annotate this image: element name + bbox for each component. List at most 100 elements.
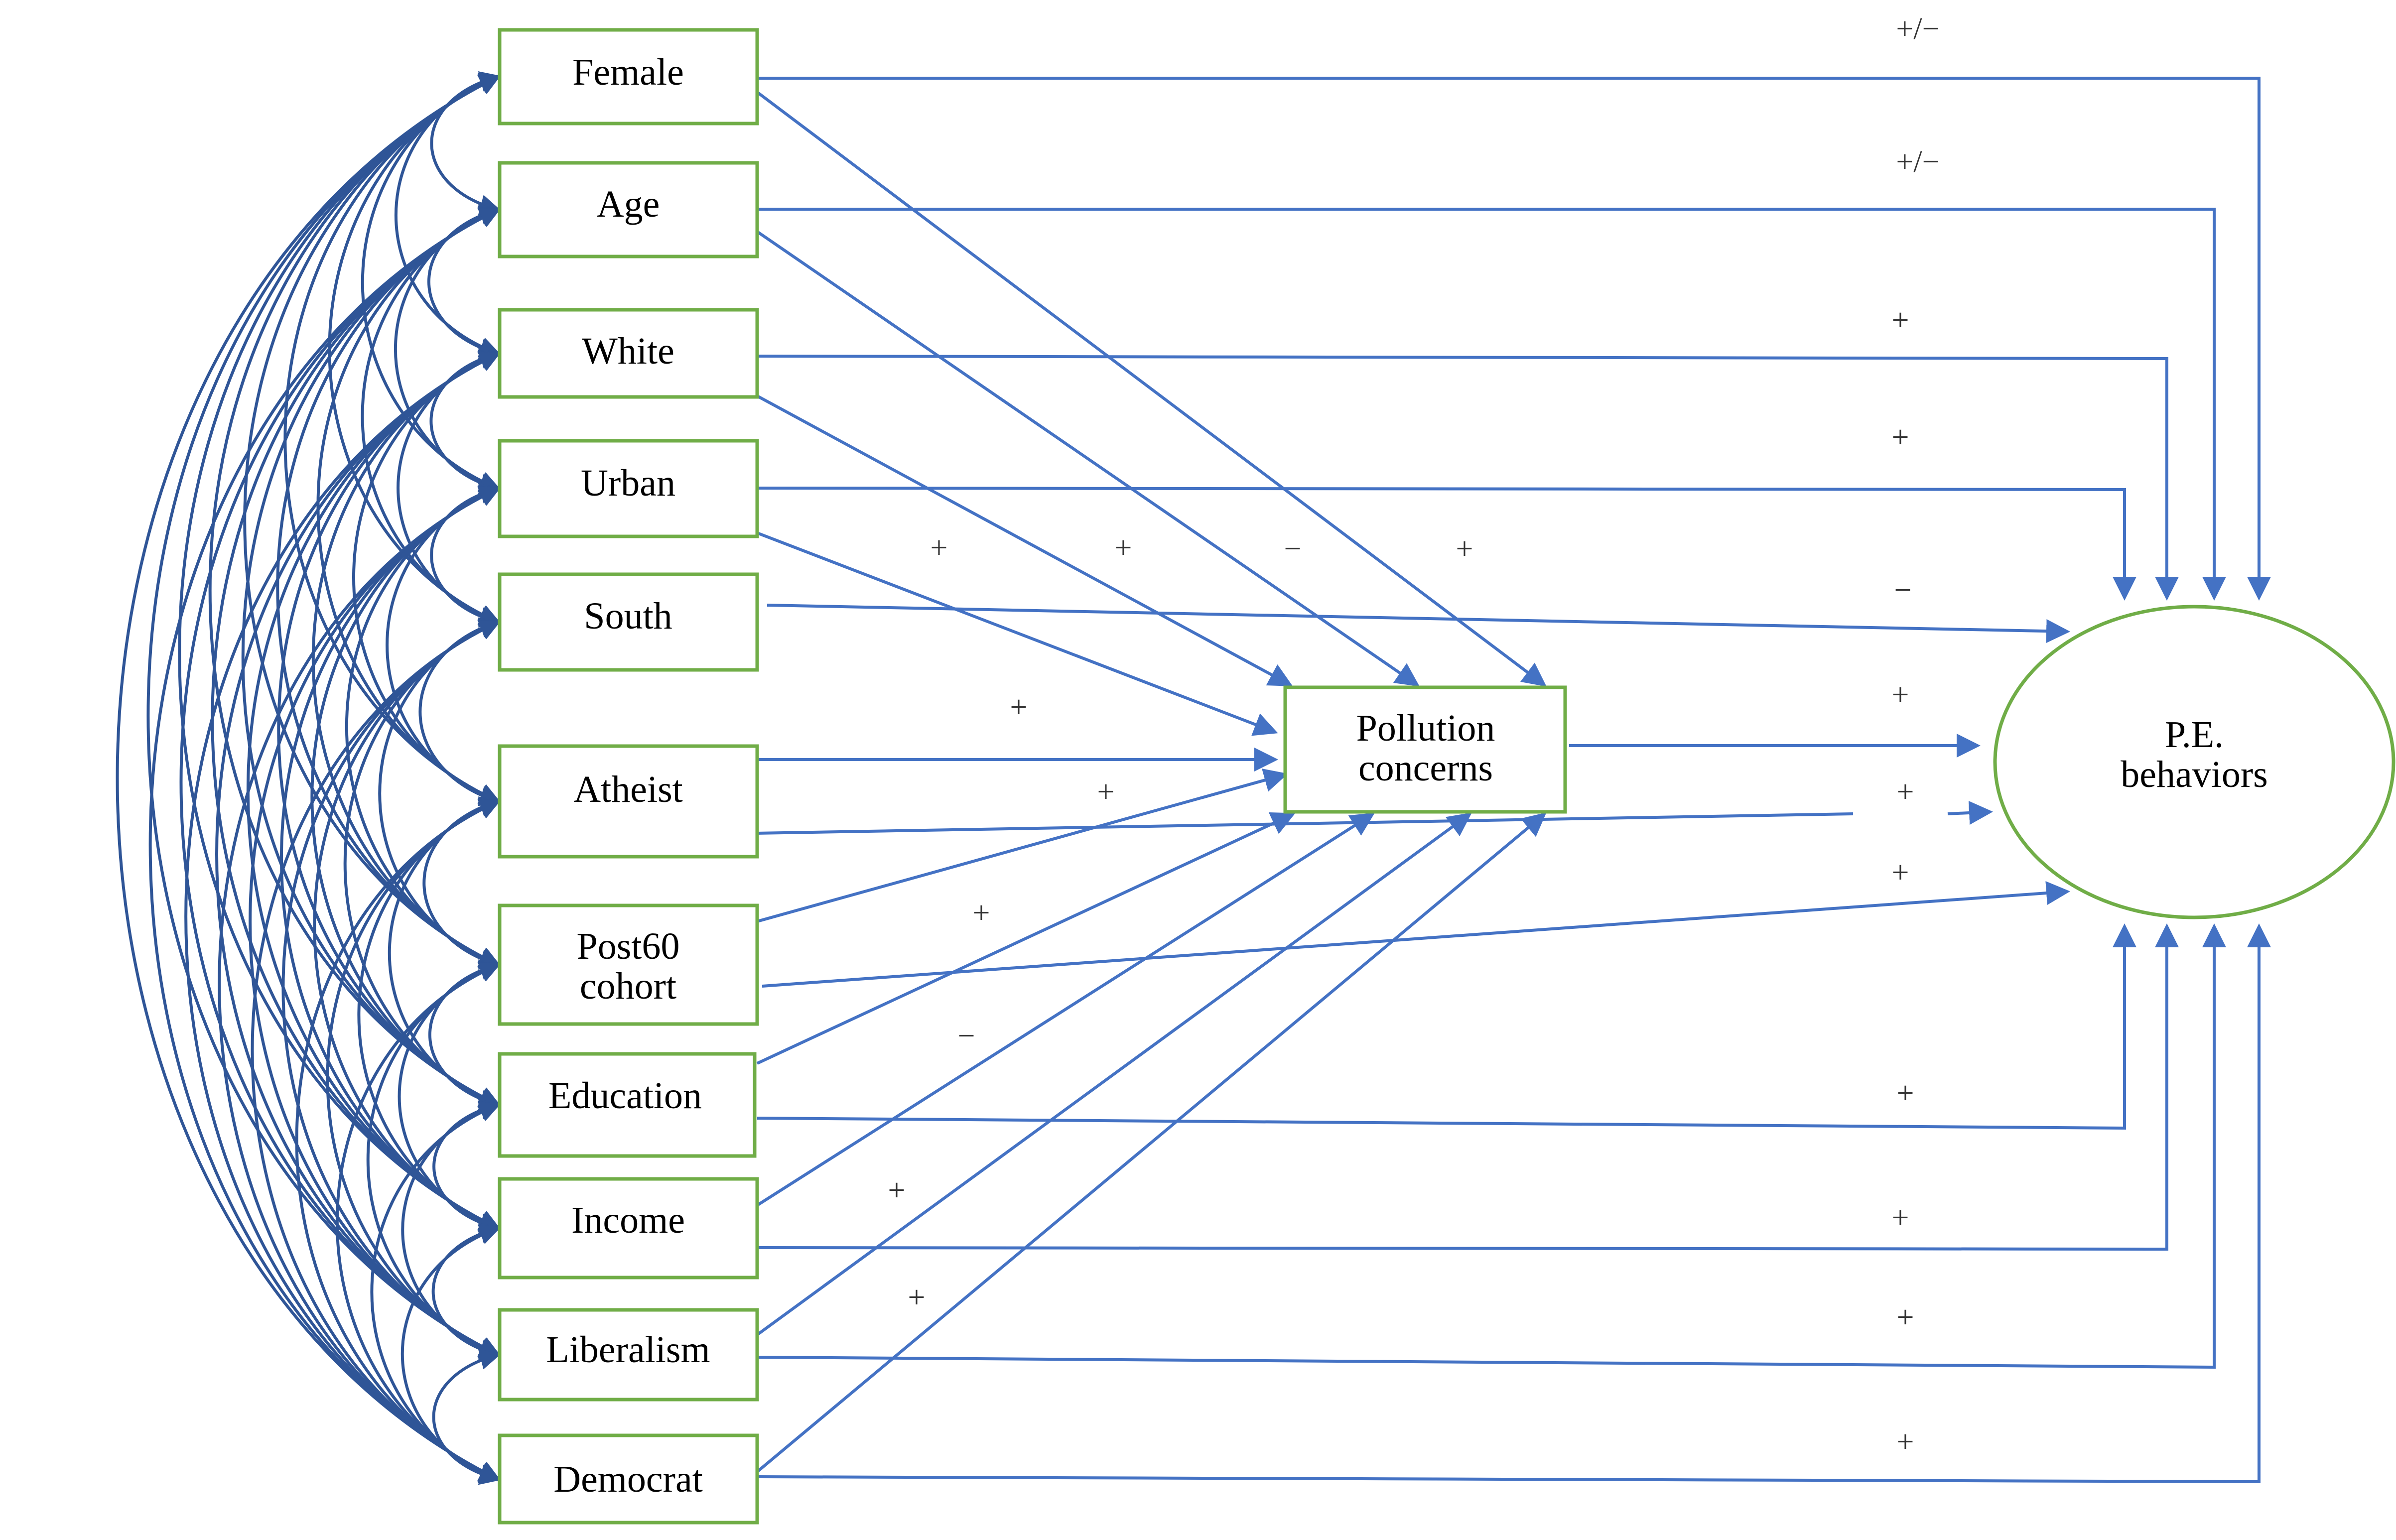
covariance-education-income (432, 1099, 501, 1234)
covariance-atheist-liberalism (326, 799, 501, 1357)
path-education-pc (756, 812, 1296, 1065)
path-south-pe (767, 604, 2070, 643)
label-atheist: Atheist (573, 769, 683, 810)
paths-to-pollution-concerns (756, 91, 1547, 1473)
covariance-urban-democrat (218, 487, 501, 1481)
label-democrat: Democrat (553, 1458, 703, 1500)
covariance-urban-income (279, 487, 501, 1230)
path-white-pe (757, 355, 2179, 601)
box-income (498, 1177, 759, 1280)
label-education: Education (548, 1075, 702, 1117)
sign-atheist-pc: + (1010, 690, 1028, 724)
paths-to-pe-behaviors (757, 77, 2271, 1484)
covariance-atheist-post60 (422, 796, 501, 970)
path-income-pe (757, 923, 2179, 1251)
covariance-south-atheist (418, 617, 501, 806)
sign-education-pc: + (973, 896, 990, 930)
label-pe-line2: behaviors (2121, 754, 2267, 795)
covariance-age-democrat (148, 208, 501, 1481)
label-pe-line1: P.E. (2165, 714, 2224, 756)
path-urban-pc (756, 531, 1278, 736)
covariance-atheist-democrat (295, 799, 501, 1482)
covariance-urban-south (430, 483, 501, 628)
sign-female-pe: +/− (1896, 12, 1939, 46)
covariance-south-democrat (251, 620, 501, 1481)
box-pollution (1283, 685, 1567, 814)
label-female: Female (572, 51, 684, 93)
label-income: Income (571, 1199, 685, 1241)
covariance-white-education (277, 352, 501, 1107)
sign-education-pe: + (1897, 1076, 1914, 1110)
path-atheist-pe (757, 812, 1854, 835)
covariance-white-democrat (184, 352, 501, 1481)
sign-age-pc: − (1284, 532, 1302, 566)
path-post60-pc (757, 769, 1288, 923)
path-democrat-pc (756, 812, 1547, 1473)
covariance-income-democrat (400, 1224, 501, 1483)
path-liberalism-pc (756, 812, 1472, 1336)
covariance-liberalism-democrat (432, 1349, 501, 1485)
covariance-education-liberalism (401, 1101, 501, 1359)
variable-boxes (498, 28, 1567, 1525)
path-age-pe (757, 208, 2226, 601)
covariance-white-urban (429, 348, 501, 494)
sign-democrat-pe: + (1897, 1425, 1914, 1459)
path-atheist-pe-head (1947, 801, 1993, 825)
sign-urban-pc: + (931, 531, 948, 565)
box-female (498, 28, 759, 126)
covariance-south-income (313, 620, 501, 1231)
covariance-post60-democrat (335, 962, 501, 1482)
label-pollution-line1: Pollution (1356, 707, 1495, 749)
covariance-age-liberalism (179, 208, 501, 1357)
label-urban: Urban (581, 462, 675, 504)
sign-income-pe: + (1892, 1201, 1909, 1235)
covariance-age-atheist (316, 207, 501, 804)
path-age-pc (756, 230, 1420, 687)
sign-age-pe: +/− (1896, 145, 1939, 179)
sign-urban-pe: + (1892, 420, 1909, 454)
covariance-female-atheist (283, 75, 501, 803)
sign-liberalism-pc: + (888, 1173, 906, 1207)
covariance-female-post60 (243, 75, 501, 967)
covariance-income-liberalism (431, 1222, 501, 1361)
sign-democrat-pc: + (908, 1281, 926, 1314)
sign-income-pc: − (958, 1019, 975, 1053)
label-post60-line2: cohort (580, 965, 676, 1007)
covariance-white-south (397, 350, 501, 626)
path-female-pc (756, 91, 1547, 687)
path-income-pc (756, 812, 1375, 1207)
sign-female-pc: + (1456, 532, 1473, 566)
ellipse-pe-behaviors (1993, 605, 2396, 919)
box-education (498, 1052, 757, 1158)
path-democrat-pe (757, 923, 2271, 1484)
covariance-age-education (241, 208, 501, 1107)
sign-liberalism-pe: + (1897, 1300, 1914, 1334)
label-post60-line1: Post60 (577, 925, 680, 967)
label-age: Age (597, 183, 660, 225)
covariance-white-atheist (352, 351, 501, 804)
box-white (498, 308, 759, 399)
covariance-female-age (430, 71, 501, 215)
covariance-female-democrat (116, 75, 501, 1481)
path-education-pe (757, 923, 2136, 1130)
covariance-post60-education (428, 959, 501, 1110)
path-liberalism-pe (757, 923, 2226, 1369)
covariance-urban-liberalism (249, 487, 501, 1357)
sign-post60-pe: + (1892, 856, 1909, 890)
covariance-white-post60 (311, 351, 501, 967)
box-democrat (498, 1433, 759, 1525)
box-age (498, 161, 759, 258)
covariance-female-education (208, 75, 501, 1107)
path-urban-pe (757, 487, 2136, 601)
covariance-urban-atheist (386, 485, 501, 805)
sign-white-pe: + (1892, 303, 1909, 337)
box-urban (498, 439, 759, 538)
box-post60 (498, 903, 759, 1026)
sign-south-pe: − (1894, 573, 1912, 607)
covariance-age-white (427, 204, 501, 359)
box-south (498, 572, 759, 672)
box-liberalism (498, 1308, 759, 1402)
covariance-south-liberalism (281, 620, 501, 1357)
box-atheist (498, 744, 759, 859)
